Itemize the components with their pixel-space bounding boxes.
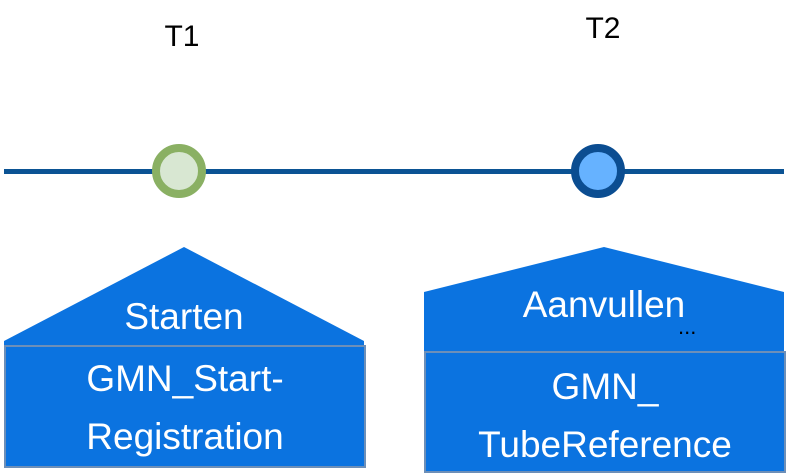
step-shape-starten: Starten — [4, 247, 364, 347]
step-shape-background — [424, 247, 784, 351]
message-line-2: TubeReference — [478, 424, 732, 465]
message-line-2: Registration — [86, 416, 284, 457]
message-box-tube-reference: GMN_ TubeReference — [424, 351, 786, 473]
step-title-aanvullen: Aanvullen — [522, 284, 686, 325]
step-title-starten: Starten — [124, 296, 244, 337]
step-shape-polygon — [424, 247, 784, 351]
timeline-node-t2 — [571, 144, 625, 198]
message-line-1: GMN_ — [551, 366, 659, 407]
timeline-node-t1 — [152, 144, 206, 198]
ellipsis-text: ... — [678, 314, 697, 339]
message-box-start-registration: GMN_Start- Registration — [4, 345, 366, 468]
timepoint-label-t2: T2 — [585, 12, 621, 45]
step-shape-polygon — [4, 247, 364, 347]
message-line-1: GMN_Start- — [86, 358, 284, 399]
timepoint-label-t1: T1 — [164, 20, 200, 53]
step-shape-background — [4, 247, 364, 347]
timeline-line — [4, 169, 784, 174]
step-shape-aanvullen: Aanvullen ... — [424, 247, 784, 351]
